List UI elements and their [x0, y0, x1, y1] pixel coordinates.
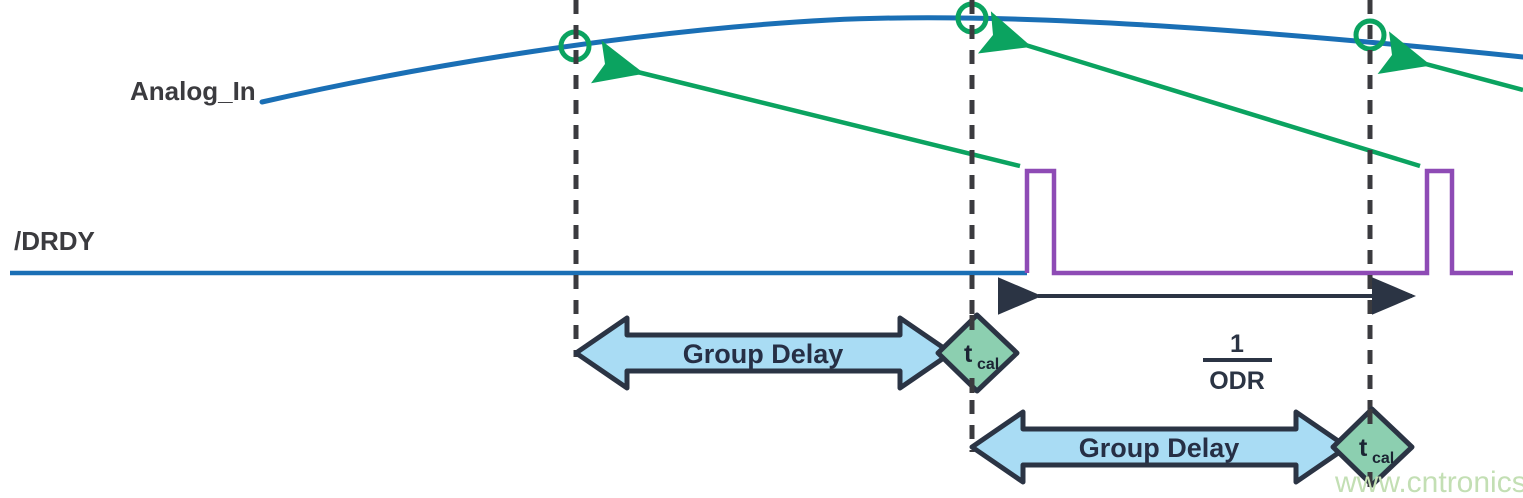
odr-denominator: ODR: [1209, 367, 1265, 395]
group-delay-1-measure: Group Delay: [573, 315, 954, 391]
tcal-2-label: t: [1359, 434, 1368, 462]
drdy-waveform: [10, 168, 1513, 276]
drdy-label: /DRDY: [14, 226, 95, 256]
annotation-arrows: [590, 11, 1523, 169]
tcal-1-measure: t cal: [935, 312, 1020, 394]
group-delay-1-label: Group Delay: [683, 339, 844, 369]
tcal-2-diamond-shape: [1330, 406, 1415, 488]
conversion-arrow-3: [1377, 31, 1523, 93]
group-delay-2-label: Group Delay: [1079, 433, 1240, 463]
tcal-2-measure: t cal: [1330, 406, 1415, 488]
group-delay-2-measure: Group Delay: [969, 409, 1350, 485]
odr-period-measure: 1 ODR: [998, 277, 1416, 395]
analog-in-waveform: [259, 15, 1523, 105]
tcal-1-label: t: [964, 340, 973, 368]
tcal-1-diamond-shape: [935, 312, 1020, 394]
drdy-pulse-train: [1024, 168, 1513, 276]
tcal-1-subscript: cal: [977, 356, 999, 373]
watermark: www.cntronics.com: [1334, 466, 1523, 498]
analog-curve-path: [259, 15, 1523, 105]
odr-numerator: 1: [1230, 330, 1244, 358]
tcal-2-subscript: cal: [1372, 450, 1394, 467]
conversion-arrow-1: [590, 40, 1021, 169]
analog-in-label: Analog_In: [130, 76, 256, 106]
conversion-arrow-2: [977, 11, 1421, 169]
